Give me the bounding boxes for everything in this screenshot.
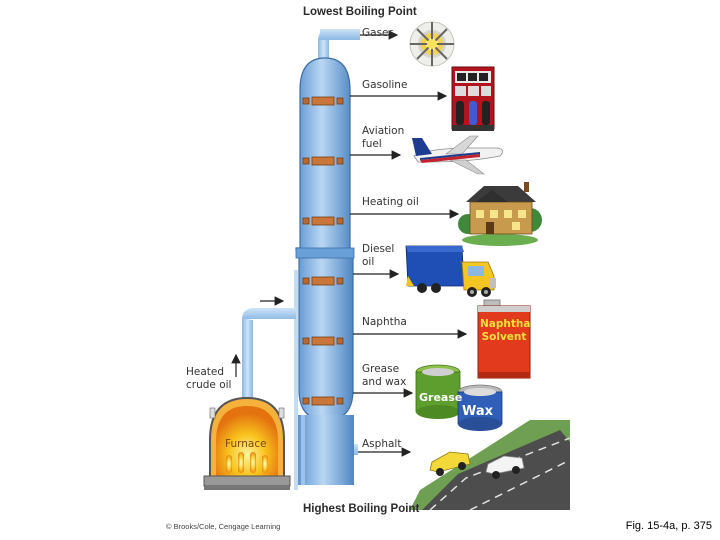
wax-tin-text: Wax <box>462 404 494 419</box>
gas-pump-icon <box>451 66 495 131</box>
label-furnace: Furnace <box>225 438 267 450</box>
lowest-boiling-point-heading: Lowest Boiling Point <box>303 6 417 18</box>
grease-wax-tins-icon <box>415 364 503 431</box>
label-grease-and-wax: Grease and wax <box>362 363 407 388</box>
gas-outlet-pipe <box>318 29 360 64</box>
figure-caption: Fig. 15-4a, p. 375 <box>625 520 712 532</box>
road-cars-icon <box>410 420 571 511</box>
truck-icon <box>405 245 496 297</box>
gas-flame-icon <box>409 21 455 67</box>
copyright-credit: © Brooks/Cole, Cengage Learning <box>166 522 281 531</box>
highest-boiling-point-heading: Highest Boiling Point <box>303 503 420 515</box>
label-aviation-fuel: Aviation fuel <box>362 125 405 150</box>
label-naphtha: Naphtha <box>362 316 407 328</box>
label-heating-oil: Heating oil <box>362 196 419 208</box>
distillation-column <box>294 57 355 490</box>
grease-tin-text: Grease <box>419 391 463 404</box>
column-trays <box>302 96 344 406</box>
label-heated-crude-oil: Heated crude oil <box>186 366 232 391</box>
label-gasoline: Gasoline <box>362 79 408 91</box>
naphtha-can-icon <box>477 299 531 379</box>
flow-arrows <box>231 30 468 457</box>
furnace <box>203 396 291 490</box>
house-icon <box>458 182 542 246</box>
label-gases: Gases <box>362 27 394 39</box>
label-diesel-oil: Diesel oil <box>362 243 395 268</box>
naphtha-can-text: Naphtha Solvent <box>480 318 531 343</box>
crude-feed-pipe <box>242 308 296 415</box>
airplane-icon <box>412 135 503 175</box>
label-asphalt: Asphalt <box>362 438 402 450</box>
